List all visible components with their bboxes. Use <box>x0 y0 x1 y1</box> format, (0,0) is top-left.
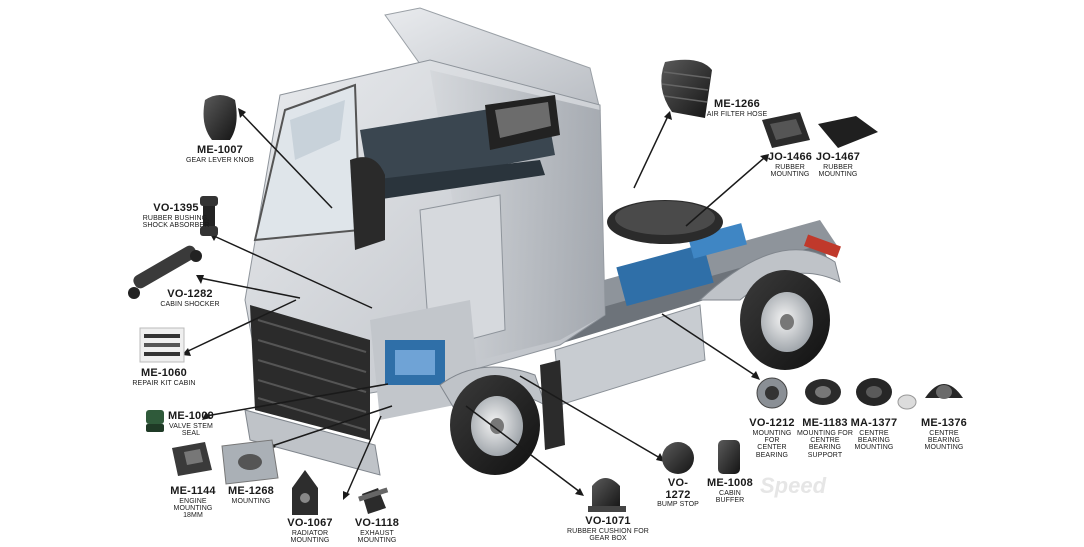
repair-kit-cabin-icon <box>139 327 185 363</box>
radiator-mounting-icon <box>292 470 318 515</box>
label-engine-mounting: ME-1144 ENGINE MOUNTING 18MM <box>160 485 226 520</box>
part-description: CENTRE BEARING <box>927 429 961 444</box>
part-description: RUBBER BUSHING, <box>142 214 210 222</box>
part-code: ME-1008 <box>706 477 754 489</box>
bump-stop-icon <box>662 442 694 474</box>
label-rubber-mounting-1466: JO-1466 RUBBER MOUNTING <box>764 151 816 178</box>
part-description: ENGINE MOUNTING <box>173 497 213 512</box>
part-description: RUBBER <box>823 163 853 171</box>
mounting-1268-icon <box>221 439 279 485</box>
label-bump-stop: VO-1272 BUMP STOP <box>656 477 700 509</box>
part-code: VO-1067 <box>287 517 333 529</box>
gear-lever-knob-icon <box>203 95 237 140</box>
cabin-shocker-icon <box>128 245 202 299</box>
rubber-mounting-1466-icon <box>762 112 810 148</box>
part-description: CABIN BUFFER <box>715 489 745 504</box>
part-description: CENTER BEARING <box>755 444 789 459</box>
part-description: SHOCK ABSORBER <box>142 221 210 229</box>
label-mounting-center-bearing: VO-1212 MOUNTING FOR CENTER BEARING <box>744 417 800 459</box>
part-description: CABIN SHOCKER <box>160 300 220 308</box>
centre-bearing-1377-icon <box>856 378 917 410</box>
label-rubber-bushing: VO-1395 RUBBER BUSHING, SHOCK ABSORBER <box>128 202 224 229</box>
label-mounting-1268: ME-1268 MOUNTING <box>226 485 276 505</box>
label-repair-kit-cabin: ME-1060 REPAIR KIT CABIN <box>132 367 196 387</box>
label-mounting-centre-bearing-support: ME-1183 MOUNTING FOR CENTRE BEARING SUPP… <box>796 417 854 459</box>
part-description: RUBBER <box>775 163 805 171</box>
exhaust-mounting-icon <box>358 487 389 514</box>
part-description: MOUNTING <box>924 444 964 452</box>
part-description: MOUNTING <box>854 444 894 452</box>
pointer-lines <box>185 111 765 497</box>
part-description: REPAIR KIT CABIN <box>132 379 196 387</box>
part-code: VO-1118 <box>354 517 400 529</box>
part-description: MOUNTING FOR <box>796 429 854 437</box>
part-code: VO-1395 <box>153 202 199 214</box>
part-code: ME-1268 <box>227 485 275 497</box>
label-exhaust-mounting: VO-1118 EXHAUST MOUNTING <box>344 517 410 544</box>
engine-mounting-icon <box>172 442 212 476</box>
part-description: CENTRE BEARING <box>808 436 842 452</box>
part-description: MOUNTING FOR <box>752 429 792 444</box>
watermark: Speed <box>760 473 827 498</box>
label-cabin-shocker: VO-1282 CABIN SHOCKER <box>158 288 222 308</box>
part-description: RUBBER CUSHION FOR GEAR BOX <box>567 527 649 542</box>
part-code: ME-1144 <box>170 485 216 497</box>
rubber-cushion-gearbox-icon <box>588 478 626 512</box>
front-wheel <box>439 360 565 475</box>
part-code: VO-1071 <box>585 515 631 527</box>
part-description: BUMP STOP <box>657 501 699 509</box>
part-description: GEAR LEVER KNOB <box>185 156 255 164</box>
rubber-mounting-1467-icon <box>818 116 878 148</box>
part-code: ME-1376 <box>920 417 968 429</box>
part-code: ME-1183 <box>802 417 848 429</box>
part-description: 18MM <box>183 512 203 520</box>
part-description: VALVE STEM SEAL <box>169 422 213 437</box>
rubber-bushing-icon <box>200 196 218 236</box>
label-cabin-buffer: ME-1008 CABIN BUFFER <box>704 477 756 504</box>
cabin-buffer-icon <box>718 440 740 474</box>
fifth-wheel <box>607 200 723 244</box>
center-bearing-icon <box>756 377 788 409</box>
label-valve-stem-seal: ME-1009 VALVE STEM SEAL <box>163 410 219 437</box>
part-description: RADIATOR MOUNTING <box>290 529 330 544</box>
part-description: MOUNTING <box>231 497 271 505</box>
part-code: ME-1060 <box>140 367 188 379</box>
part-code: VO-1272 <box>665 477 691 501</box>
valve-stem-seal-icon <box>146 410 164 432</box>
label-rubber-cushion-gearbox: VO-1071 RUBBER CUSHION FOR GEAR BOX <box>556 515 660 542</box>
centre-bearing-1376-icon <box>925 384 963 399</box>
label-centre-bearing-1377: MA-1377 CENTRE BEARING MOUNTING <box>846 417 902 452</box>
part-description: MOUNTING <box>818 170 858 178</box>
rear-wheel <box>698 234 841 370</box>
part-description: SUPPORT <box>807 451 843 459</box>
air-filter-hose-icon <box>661 59 712 118</box>
label-rubber-mounting-1467: JO-1467 RUBBER MOUNTING <box>812 151 864 178</box>
part-description: EXHAUST MOUNTING <box>357 529 397 544</box>
part-description: MOUNTING <box>770 170 810 178</box>
part-code: JO-1466 <box>767 151 813 163</box>
part-code: JO-1467 <box>815 151 861 163</box>
part-code: ME-1266 <box>713 98 761 110</box>
part-code: ME-1009 <box>167 410 215 422</box>
centre-bearing-support-icon <box>805 379 841 405</box>
part-code: MA-1377 <box>850 417 898 429</box>
label-centre-bearing-1376: ME-1376 CENTRE BEARING MOUNTING <box>916 417 972 452</box>
label-gear-lever-knob: ME-1007 GEAR LEVER KNOB <box>180 144 260 164</box>
label-radiator-mounting: VO-1067 RADIATOR MOUNTING <box>274 517 346 544</box>
label-air-filter-hose: ME-1266 AIR FILTER HOSE <box>702 98 772 118</box>
part-description: CENTRE BEARING <box>857 429 891 444</box>
cab <box>244 7 606 476</box>
part-code: VO-1212 <box>749 417 795 429</box>
part-code: ME-1007 <box>196 144 244 156</box>
part-code: VO-1282 <box>167 288 213 300</box>
part-description: AIR FILTER HOSE <box>706 110 768 118</box>
